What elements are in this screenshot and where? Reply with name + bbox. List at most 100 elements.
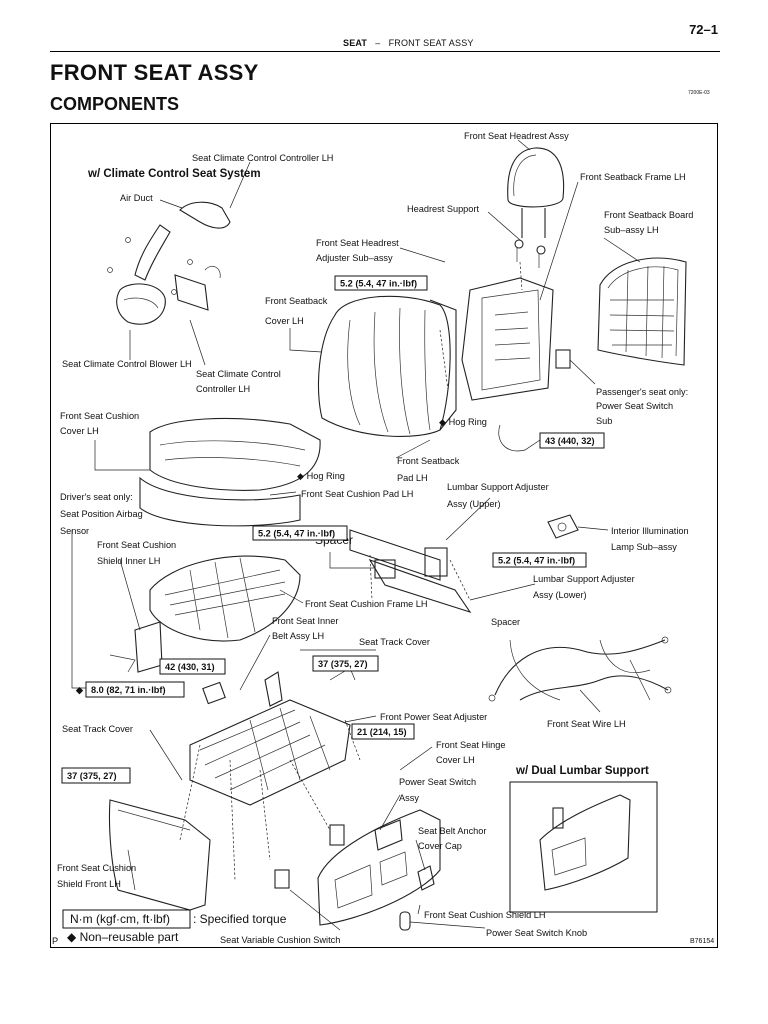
label-shield-inner-2: Shield Inner LH xyxy=(97,556,160,566)
label-headrest-support: Headrest Support xyxy=(407,204,479,214)
label-passenger-only-3: Sub xyxy=(596,416,612,426)
label-hog-ring-lower: ◆ Hog Ring xyxy=(297,471,345,481)
dual-lumbar-inset-box xyxy=(509,781,658,913)
torque-37-a: 37 (375, 27) xyxy=(318,659,368,669)
label-climate-controller-2-line2: Controller LH xyxy=(196,384,250,394)
climate-system-drawing xyxy=(107,201,231,325)
label-switch-knob: Power Seat Switch Knob xyxy=(486,928,587,938)
torque-52-c: 5.2 (5.4, 47 in.·lbf) xyxy=(498,556,575,566)
label-belt-anchor-1: Seat Belt Anchor xyxy=(418,826,486,836)
label-headrest-adjuster-2: Adjuster Sub–assy xyxy=(316,253,393,263)
diagram-frame xyxy=(50,123,718,948)
label-cushion-cover-1: Front Seat Cushion xyxy=(60,411,139,421)
legend-nonreusable: ◆ Non–reusable part xyxy=(67,930,179,944)
figure-id: B76154 xyxy=(690,938,714,945)
torque-box-37-a xyxy=(312,655,379,672)
power-adjuster-drawing xyxy=(189,671,351,806)
label-shield-lh: Front Seat Cushion Shield LH xyxy=(424,910,546,920)
section-name: SEAT xyxy=(343,38,368,48)
lumbar-adjuster-drawing xyxy=(349,529,472,614)
seat-wire-drawing xyxy=(488,636,672,702)
torque-52-a: 5.2 (5.4, 47 in.·lbf) xyxy=(340,279,417,289)
shield-inner-drawing xyxy=(109,621,163,673)
label-spacer-lower: Spacer xyxy=(491,617,520,627)
label-seatback-frame: Front Seatback Frame LH xyxy=(580,172,686,182)
nonreusable-mark-80: ◆ xyxy=(75,685,84,695)
cushion-frame-drawing xyxy=(149,555,301,642)
label-lumbar-upper-2: Assy (Upper) xyxy=(447,499,501,509)
label-climate-controller-lh: Seat Climate Control Controller LH xyxy=(192,153,333,163)
label-shield-front-1: Front Seat Cushion xyxy=(57,863,136,873)
seatback-board-drawing xyxy=(597,257,687,366)
page-title: FRONT SEAT ASSY xyxy=(50,60,259,85)
header-separator: – xyxy=(375,38,381,48)
legend-unit-box xyxy=(62,909,191,929)
label-hinge-cover-2: Cover LH xyxy=(436,755,475,765)
torque-box-42 xyxy=(159,658,226,675)
group-climate-label: w/ Climate Control Seat System xyxy=(87,168,261,180)
label-lumbar-lower-2: Assy (Lower) xyxy=(533,590,587,600)
label-leaders xyxy=(71,139,641,931)
group-lumbar-label: w/ Dual Lumbar Support xyxy=(515,765,649,777)
torque-42: 42 (430, 31) xyxy=(165,662,215,672)
label-passenger-only-2: Power Seat Switch xyxy=(596,401,673,411)
legend-unit-description: : Specified torque xyxy=(193,912,287,926)
dual-lumbar-inset-drawing xyxy=(539,794,631,891)
label-driver-only-2: Seat Position Airbag xyxy=(60,509,143,519)
corner-mark: P xyxy=(52,936,58,946)
seatback-frame-drawing xyxy=(461,277,571,452)
torque-box-52-a xyxy=(334,275,428,291)
torque-box-52-b xyxy=(252,525,348,541)
label-seatback-board-2: Sub–assy LH xyxy=(604,225,659,235)
torque-box-37-b xyxy=(61,767,131,784)
label-seatback-pad-1: Front Seatback xyxy=(397,456,460,466)
torque-box-43 xyxy=(539,432,605,449)
label-climate-controller-2-line1: Seat Climate Control xyxy=(196,369,281,379)
torque-box-80 xyxy=(85,681,185,698)
label-power-switch-2: Assy xyxy=(399,793,419,803)
label-inner-belt-1: Front Seat Inner xyxy=(272,616,338,626)
label-driver-only-3: Sensor xyxy=(60,526,89,536)
label-interior-lamp-2: Lamp Sub–assy xyxy=(611,542,677,552)
headrest-drawing xyxy=(507,147,565,268)
label-hog-ring-upper: ◆ Hog Ring xyxy=(439,417,487,427)
label-headrest-adjuster-1: Front Seat Headrest xyxy=(316,238,399,248)
header-rule xyxy=(50,51,720,52)
label-climate-blower: Seat Climate Control Blower LH xyxy=(62,359,192,369)
subsection-name: FRONT SEAT ASSY xyxy=(388,38,474,48)
label-passenger-only-1: Passenger's seat only: xyxy=(596,387,688,397)
torque-box-21 xyxy=(351,723,415,740)
torque-43: 43 (440, 32) xyxy=(545,436,595,446)
label-air-duct: Air Duct xyxy=(120,193,153,203)
torque-box-52-c xyxy=(492,552,587,568)
interior-lamp-drawing xyxy=(547,514,579,539)
label-headrest-assy: Front Seat Headrest Assy xyxy=(464,131,569,141)
label-belt-anchor-2: Cover Cap xyxy=(418,841,462,851)
label-seatback-cover-1: Front Seatback xyxy=(265,296,328,306)
label-lumbar-upper-1: Lumbar Support Adjuster xyxy=(447,482,549,492)
page-subtitle: COMPONENTS xyxy=(50,94,180,114)
label-seatback-board-1: Front Seatback Board xyxy=(604,210,693,220)
section-header: SEAT – FRONT SEAT ASSY xyxy=(343,38,474,48)
label-shield-front-2: Shield Front LH xyxy=(57,879,121,889)
label-shield-inner-1: Front Seat Cushion xyxy=(97,540,176,550)
dashed-leaders xyxy=(179,261,523,881)
label-power-adjuster: Front Power Seat Adjuster xyxy=(380,712,487,722)
label-power-switch-1: Power Seat Switch xyxy=(399,777,476,787)
label-driver-only-1: Driver's seat only: xyxy=(60,492,133,502)
torque-37-b: 37 (375, 27) xyxy=(67,771,117,781)
figure-code: 7200E-03 xyxy=(688,90,710,96)
legend-unit-text: N·m (kgf·cm, ft·lbf) xyxy=(70,912,170,926)
torque-21: 21 (214, 15) xyxy=(357,727,407,737)
label-seat-wire: Front Seat Wire LH xyxy=(547,719,626,729)
label-cushion-pad: Front Seat Cushion Pad LH xyxy=(301,489,413,499)
label-hinge-cover-1: Front Seat Hinge xyxy=(436,740,505,750)
seatback-cover-drawing xyxy=(317,295,457,437)
torque-80: 8.0 (82, 71 in.·lbf) xyxy=(91,685,166,695)
page-number: 72–1 xyxy=(689,22,718,37)
label-inner-belt-2: Belt Assy LH xyxy=(272,631,324,641)
label-track-cover-upper: Seat Track Cover xyxy=(359,637,430,647)
torque-52-b: 5.2 (5.4, 47 in.·lbf) xyxy=(258,529,335,539)
label-interior-lamp-1: Interior Illumination xyxy=(611,526,689,536)
